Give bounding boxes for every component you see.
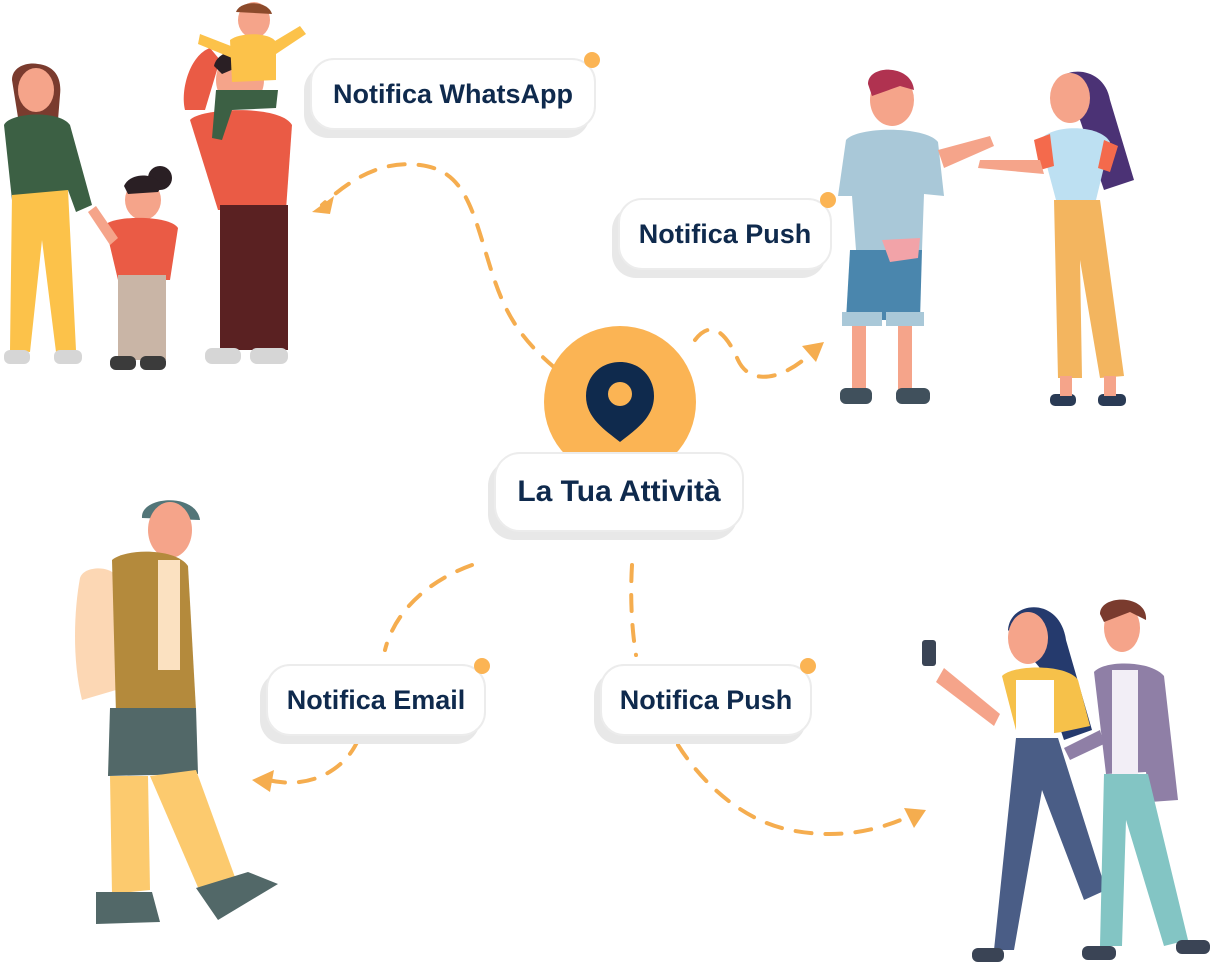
walking-couple-illustration xyxy=(922,599,1210,962)
push-notification-label-bottom: Notifica Push xyxy=(600,658,816,736)
accent-dot xyxy=(584,52,600,68)
arrowheads xyxy=(252,196,926,828)
connector-push-bottom xyxy=(629,563,914,836)
email-notification-label: Notifica Email xyxy=(266,658,490,736)
push-bottom-label-text: Notifica Push xyxy=(619,684,793,715)
accent-dot xyxy=(800,658,816,674)
push-top-label-text: Notifica Push xyxy=(638,218,812,249)
family-illustration xyxy=(4,2,306,370)
arrowhead-whatsapp xyxy=(312,196,334,214)
location-pin-icon xyxy=(586,362,654,442)
business-label-text: La Tua Attività xyxy=(517,475,721,508)
couple-talking-illustration xyxy=(838,69,1134,406)
whatsapp-label-text: Notifica WhatsApp xyxy=(333,78,573,109)
arrowhead-push-bottom xyxy=(904,808,926,828)
accent-dot xyxy=(474,658,490,674)
accent-dot xyxy=(820,192,836,208)
backpacker-illustration xyxy=(75,500,278,924)
business-label: La Tua Attività xyxy=(494,452,744,532)
connector-push-top xyxy=(693,327,814,379)
connector-email xyxy=(266,563,474,785)
email-label-text: Notifica Email xyxy=(286,684,466,715)
arrowhead-email xyxy=(252,770,274,792)
push-notification-label-top: Notifica Push xyxy=(618,192,836,270)
whatsapp-notification-label: Notifica WhatsApp xyxy=(310,52,600,130)
connector-whatsapp xyxy=(320,162,557,370)
arrowhead-push-top xyxy=(802,342,824,362)
